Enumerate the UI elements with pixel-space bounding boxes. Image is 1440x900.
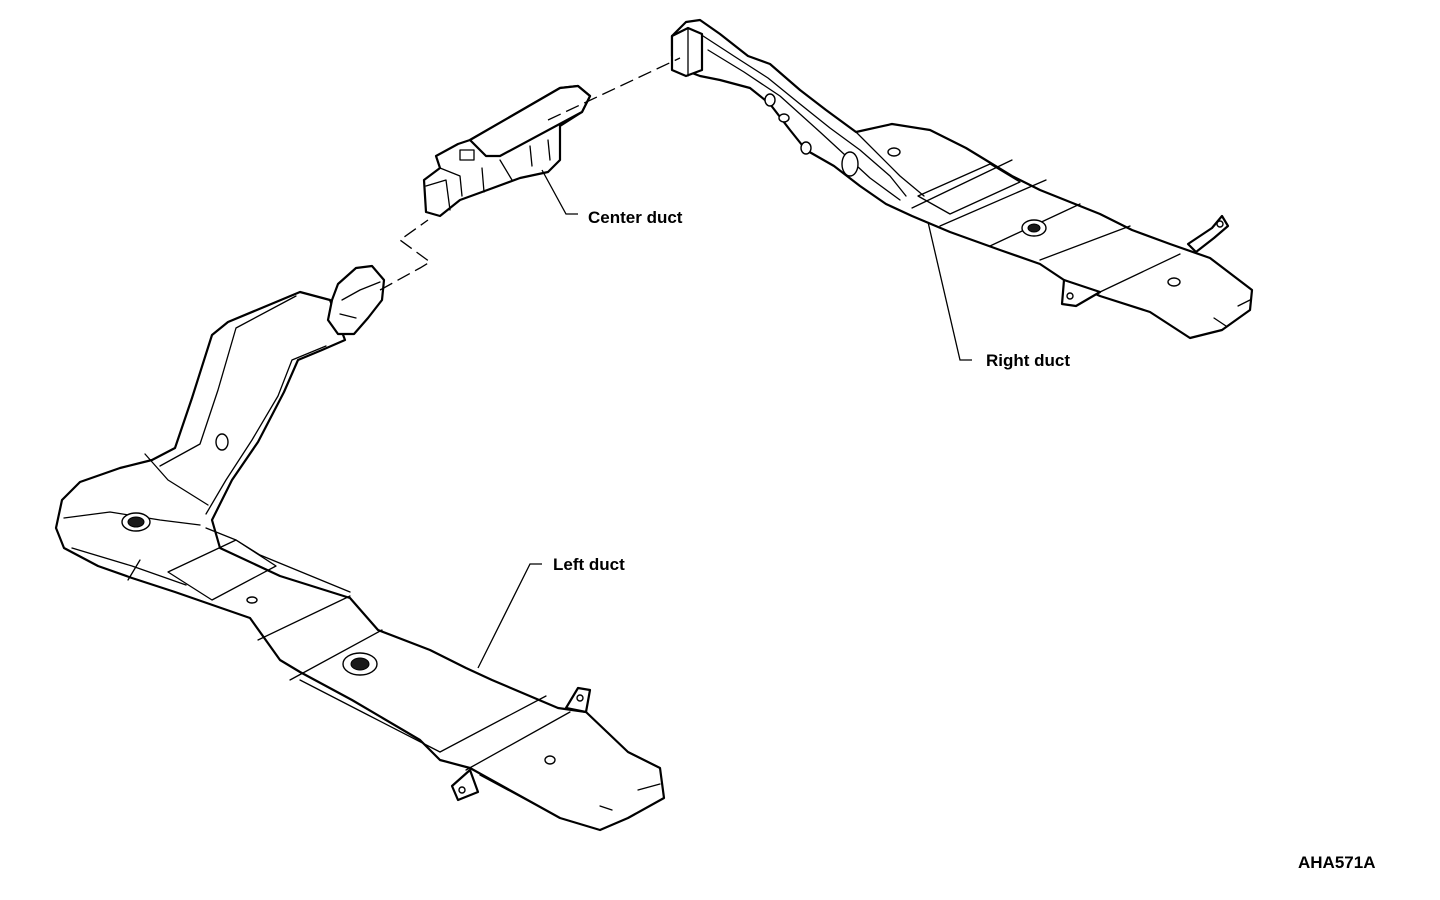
figure-id: AHA571A <box>1298 853 1375 872</box>
right-duct <box>670 18 1254 340</box>
right-duct-label: Right duct <box>986 351 1070 370</box>
callouts: Center duct Right duct Left duct AHA571A <box>477 169 1375 872</box>
center-duct <box>422 84 592 218</box>
left-duct-label: Left duct <box>553 555 625 574</box>
left-duct <box>54 264 666 832</box>
connection-lines <box>379 57 681 291</box>
center-duct-label: Center duct <box>588 208 683 227</box>
